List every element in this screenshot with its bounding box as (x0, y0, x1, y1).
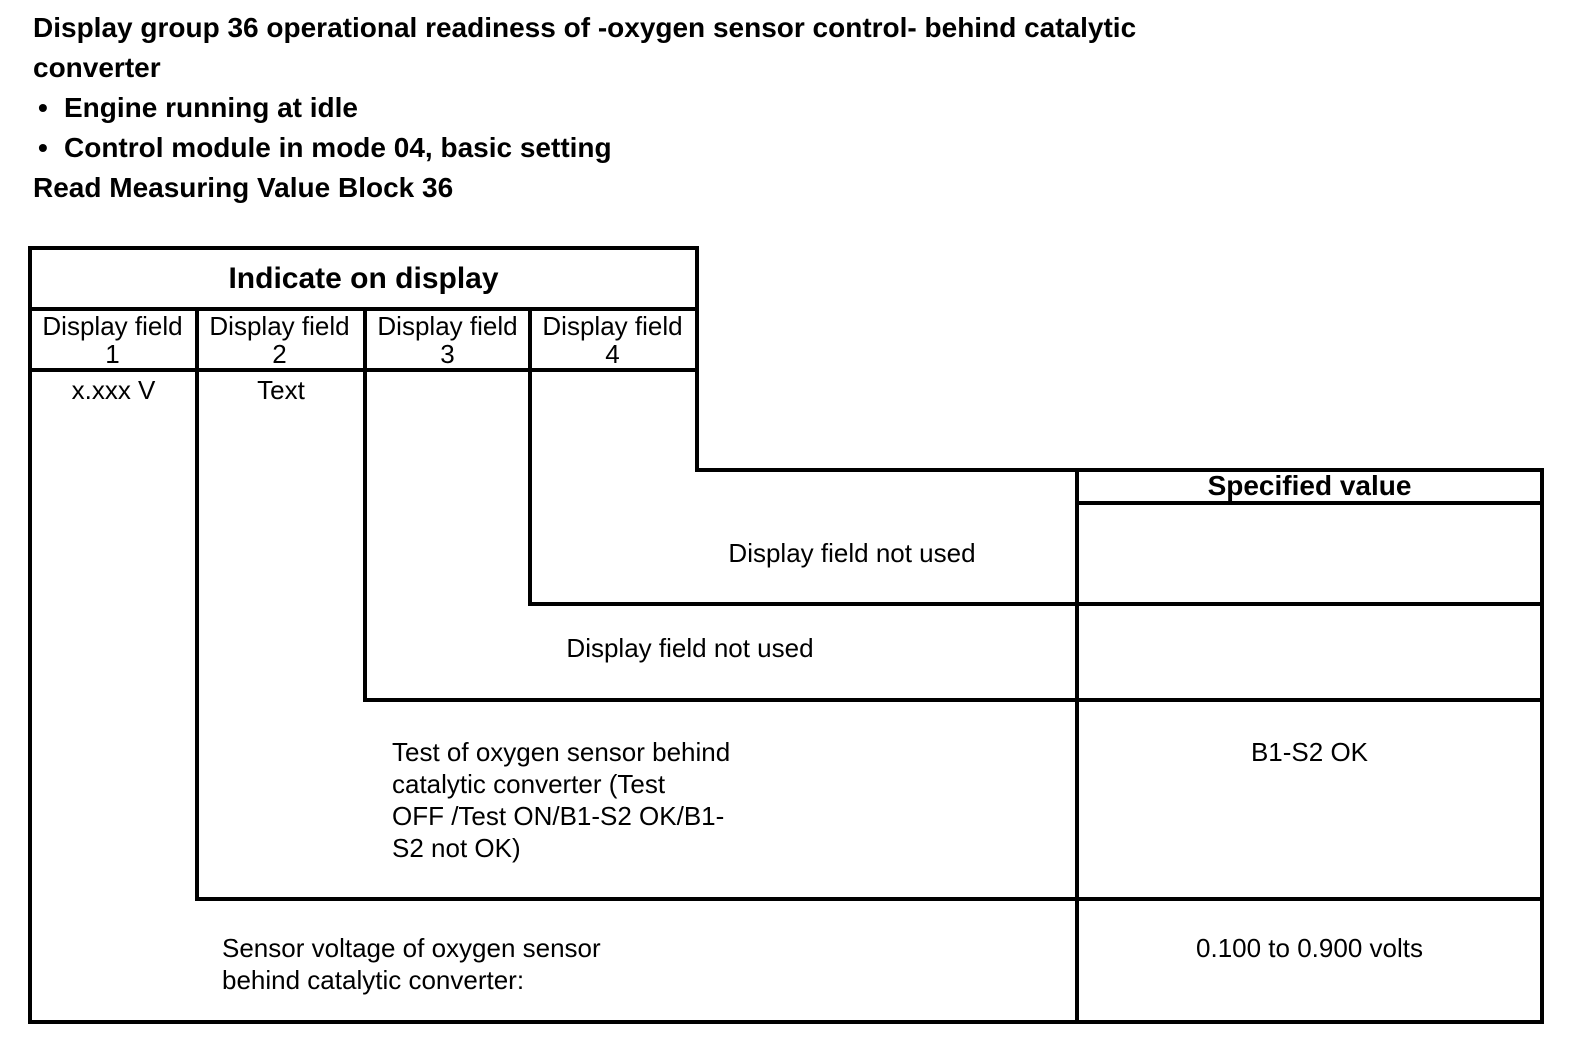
indicate-on-display-header: Indicate on display (228, 261, 499, 295)
line-col4-right (695, 246, 699, 472)
bullet-item-engine: • Engine running at idle (38, 88, 358, 128)
display-field-1-header: Display field 1 (30, 312, 195, 368)
line-specified-box-top (695, 468, 1544, 472)
bullet-text: Engine running at idle (64, 92, 358, 123)
page-title-line2: converter (33, 52, 161, 83)
page-title-line1: Display group 36 operational readiness o… (33, 12, 1137, 43)
field2-format-value: Text (257, 375, 305, 405)
display-field-label: Display field (542, 311, 683, 341)
description-line: OFF /Test ON/B1-S2 OK/B1- (392, 801, 725, 831)
field1-format-value: x.xxx V (71, 375, 156, 405)
display-field-number: 2 (272, 339, 287, 369)
line-table-left-edge (28, 246, 32, 1024)
line-row-field3-bottom (363, 698, 1544, 702)
display-field-label: Display field (377, 311, 518, 341)
read-measuring-value-line: Read Measuring Value Block 36 (33, 172, 454, 203)
display-field-number: 4 (605, 339, 620, 369)
display-field-4-header: Display field 4 (530, 312, 695, 368)
specified-value-header: Specified value (1207, 470, 1412, 501)
description-line: Sensor voltage of oxygen sensor (222, 933, 601, 963)
display-field-number: 1 (105, 339, 120, 369)
display-field-2-header: Display field 2 (197, 312, 362, 368)
line-row-field2-bottom (195, 897, 1544, 901)
description-line: behind catalytic converter: (222, 965, 525, 995)
display-field-number: 3 (440, 339, 455, 369)
line-row-field4-bottom (528, 602, 1544, 606)
description-line: Test of oxygen sensor behind (392, 737, 731, 767)
line-col3-left (363, 307, 367, 702)
line-specified-col-left (1075, 468, 1079, 1024)
line-table-bottom (28, 1020, 1544, 1024)
row-field2-specified-value: B1-S2 OK (1250, 737, 1369, 767)
line-table-right-edge (1540, 468, 1544, 1024)
display-field-label: Display field (42, 311, 183, 341)
line-col4-left (528, 307, 532, 606)
bullet-text: Control module in mode 04, basic setting (64, 132, 612, 163)
description-line: catalytic converter (Test (392, 769, 666, 799)
row-field4-description: Display field not used (728, 538, 976, 568)
row-field1-description: Sensor voltage of oxygen sensor behind c… (222, 932, 601, 996)
bullet-icon: • (38, 132, 48, 163)
bullet-icon: • (38, 92, 48, 123)
row-field3-description: Display field not used (566, 633, 814, 663)
row-field2-description: Test of oxygen sensor behind catalytic c… (392, 736, 730, 864)
description-line: S2 not OK) (392, 833, 521, 863)
display-field-3-header: Display field 3 (365, 312, 530, 368)
line-under-specified-header (1075, 501, 1544, 505)
row-field1-specified-value: 0.100 to 0.900 volts (1196, 933, 1423, 963)
line-col2-left (195, 307, 199, 901)
line-table-top (28, 246, 699, 250)
bullet-item-control-module: • Control module in mode 04, basic settin… (38, 128, 612, 168)
display-field-label: Display field (209, 311, 350, 341)
